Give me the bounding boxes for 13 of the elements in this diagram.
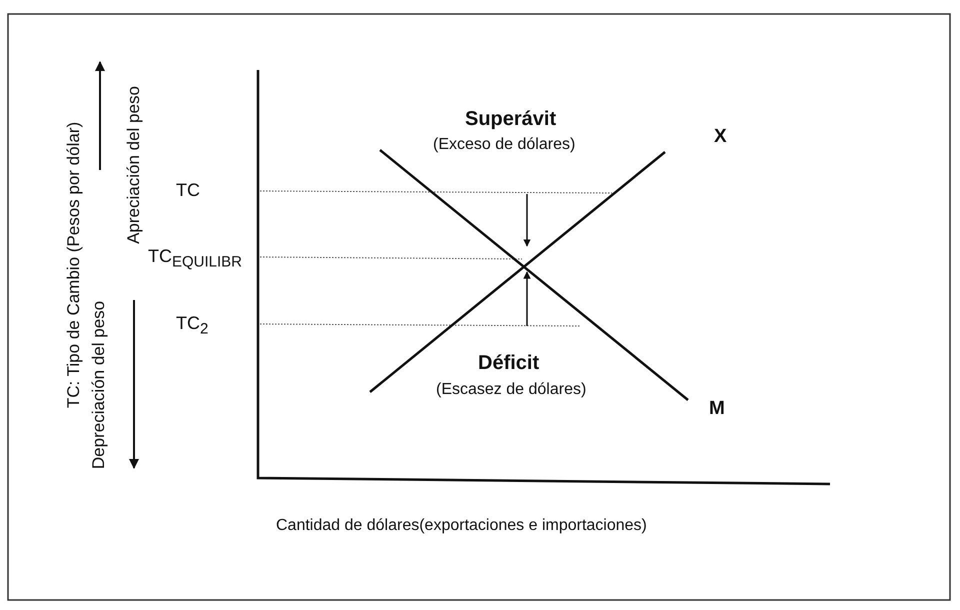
axis-note: Apreciación del peso xyxy=(124,86,144,244)
region-title: Superávit xyxy=(465,108,556,131)
tick-label: TC$_{EQUILIBR}$ xyxy=(148,246,242,271)
axis-title: TC: Tipo de Cambio (Pesos por dólar) xyxy=(64,122,84,408)
tick-label: TC$_{2}$ xyxy=(176,313,208,338)
axis-title: Cantidad de dólares(exportaciones e importaciones) xyxy=(276,517,647,535)
curve-label: X xyxy=(714,126,727,148)
region-note: (Escasez de dólares) xyxy=(436,381,586,399)
curve-label: M xyxy=(709,398,725,420)
tick-label: TC xyxy=(176,180,200,201)
axis-note: Depreciación del peso xyxy=(89,300,109,470)
region-title: Déficit xyxy=(478,352,540,375)
region-note: (Exceso de dólares) xyxy=(433,136,576,154)
